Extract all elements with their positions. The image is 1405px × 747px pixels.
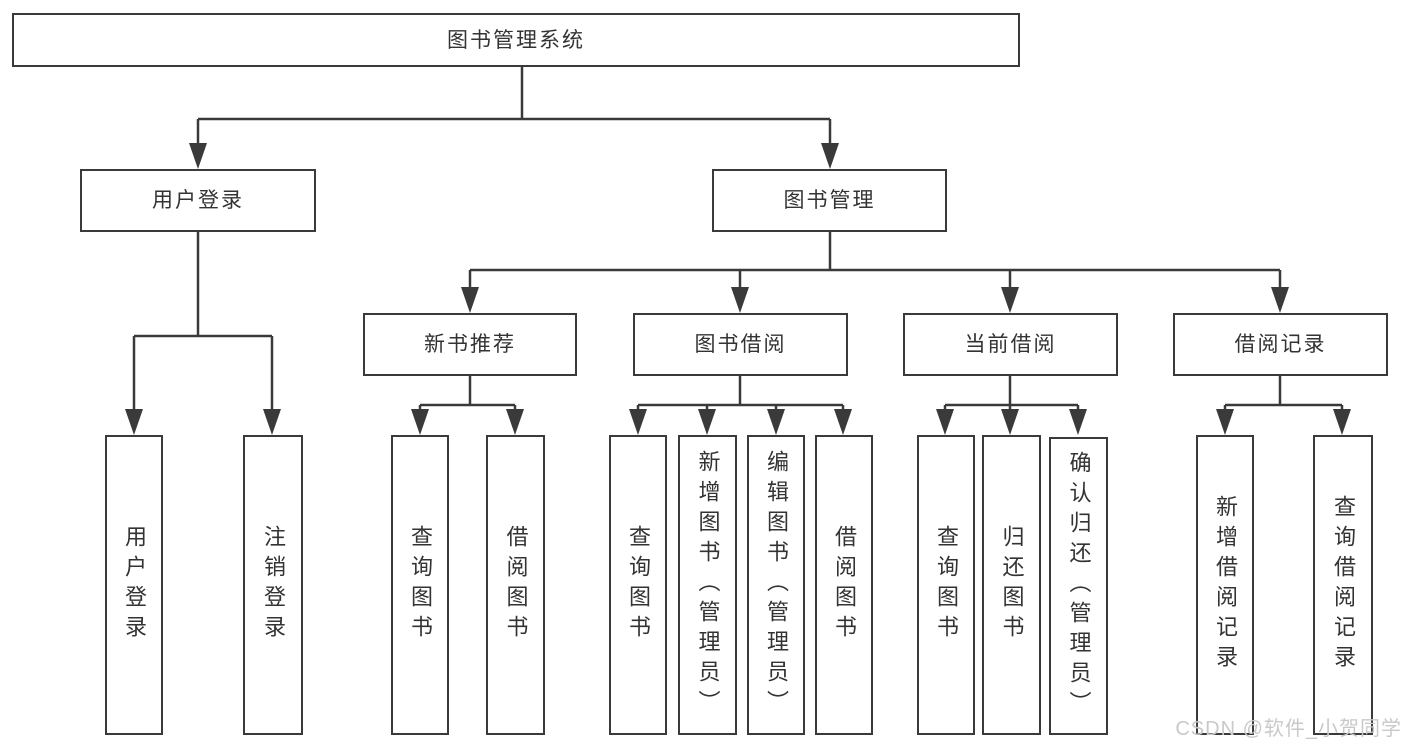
node-library-management-system: 图书管理系统 xyxy=(12,13,1020,67)
node-add-books-admin: 新增图书（管理员） xyxy=(678,435,737,735)
node-query-books-recommend: 查询图书 xyxy=(391,435,449,735)
node-edit-books-admin: 编辑图书（管理员） xyxy=(747,435,805,735)
node-book-management: 图书管理 xyxy=(712,169,947,232)
node-return-books: 归还图书 xyxy=(982,435,1041,735)
node-logout-leaf: 注销登录 xyxy=(243,435,303,735)
node-add-borrow-record: 新增借阅记录 xyxy=(1196,435,1254,735)
node-query-borrow-record: 查询借阅记录 xyxy=(1313,435,1373,735)
csdn-watermark: CSDN @软件_小贺同学 xyxy=(1175,718,1402,740)
node-confirm-return-admin: 确认归还（管理员） xyxy=(1049,437,1108,735)
node-new-book-recommendation: 新书推荐 xyxy=(363,313,577,376)
node-query-books-current: 查询图书 xyxy=(917,435,975,735)
node-borrow-books-recommend: 借阅图书 xyxy=(486,435,545,735)
node-user-login: 用户登录 xyxy=(80,169,316,232)
node-borrow-books-borrowing: 借阅图书 xyxy=(815,435,873,735)
node-query-books-borrowing: 查询图书 xyxy=(609,435,667,735)
node-user-login-leaf: 用户登录 xyxy=(105,435,163,735)
node-book-borrowing: 图书借阅 xyxy=(633,313,848,376)
node-current-borrowing: 当前借阅 xyxy=(903,313,1118,376)
node-borrowing-records: 借阅记录 xyxy=(1173,313,1388,376)
